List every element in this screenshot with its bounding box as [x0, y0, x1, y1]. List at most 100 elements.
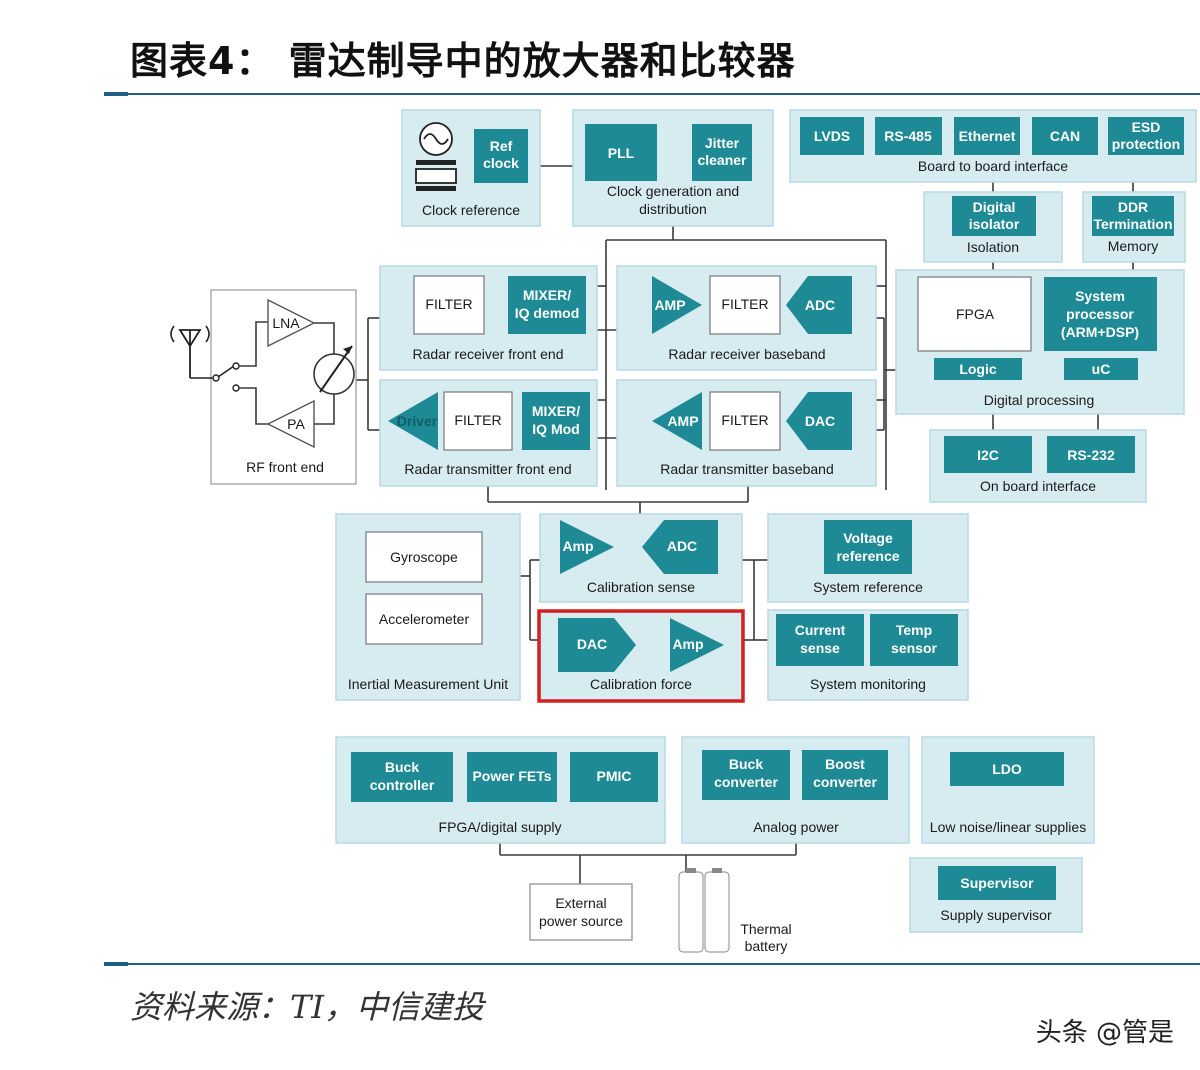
- ethernet-label: Ethernet: [959, 128, 1016, 144]
- sensor-label: sensor: [891, 640, 937, 656]
- current-sense-chip: [776, 614, 864, 666]
- onboard-interface-block: I2C RS-232 On board interface: [929, 429, 1147, 503]
- ldo-block: LDO Low noise/linear supplies: [921, 736, 1095, 844]
- memory-label: Memory: [1108, 238, 1159, 254]
- source-note: 资料来源：TI，中信建投: [130, 988, 484, 1026]
- mixer-iq-mod-chip: [522, 392, 590, 450]
- dac-chip: [786, 392, 852, 450]
- rx-filter-label: FILTER: [425, 296, 472, 312]
- iq-demod-label: IQ demod: [515, 305, 580, 321]
- digital-isolator-chip: [952, 196, 1036, 236]
- fpga-label: FPGA: [956, 306, 995, 322]
- cal-sense-adc-label: ADC: [667, 538, 697, 554]
- cal-force-dac-chip: [558, 618, 636, 672]
- buck-controller-chip: [351, 752, 453, 802]
- external-label: External: [555, 895, 606, 911]
- cal-sense-amp-icon: [560, 520, 614, 574]
- highlight-frame: [537, 609, 745, 703]
- clock-generation-block: PLL Jitter cleaner Clock generation and …: [572, 109, 774, 227]
- memory-block: DDR Termination Memory: [1082, 191, 1186, 263]
- board-to-board-label: Board to board interface: [918, 158, 1068, 174]
- system-monitoring-block: Current sense Temp sensor System monitor…: [767, 609, 969, 701]
- receiver-baseband-block: AMP FILTER ADC Radar receiver baseband: [616, 265, 877, 371]
- lna-label: LNA: [272, 315, 300, 331]
- rx-adc-label: ADC: [805, 297, 835, 313]
- rx-amp-label: AMP: [654, 297, 685, 313]
- lvds-chip: [800, 117, 864, 155]
- cal-force-dac-label: DAC: [577, 636, 607, 652]
- system-processor-label: System: [1075, 288, 1125, 304]
- rf-front-end-block: LNA PA RF front end: [170, 289, 357, 485]
- clock-generation-label-2: distribution: [639, 201, 707, 217]
- onboard-interface-label: On board interface: [980, 478, 1096, 494]
- bottom-divider: [104, 963, 1200, 965]
- thermal-label: Thermal: [740, 921, 791, 937]
- temp-label: Temp: [896, 622, 932, 638]
- adc-chip: [786, 276, 852, 334]
- transmitter-baseband-block: AMP FILTER DAC Radar transmitter baseban…: [616, 379, 877, 487]
- rf-front-end-label: RF front end: [246, 459, 324, 475]
- transmitter-front-end-label: Radar transmitter front end: [404, 461, 571, 477]
- power-source-label: power source: [539, 913, 623, 929]
- transmitter-baseband-label: Radar transmitter baseband: [660, 461, 834, 477]
- receiver-front-end-block: FILTER MIXER/ IQ demod Radar receiver fr…: [379, 265, 598, 371]
- supply-supervisor-label: Supply supervisor: [940, 907, 1052, 923]
- sense-label: sense: [800, 640, 840, 656]
- fpga-supply-block: Buck controller Power FETs PMIC FPGA/dig…: [335, 736, 666, 844]
- voltage-reference-chip: [824, 520, 912, 574]
- buck-controller-label-2: controller: [370, 777, 435, 793]
- ref-clock-label: Ref: [490, 138, 513, 154]
- buck-converter-label: Buck: [729, 756, 763, 772]
- tx-mixer-label: MIXER/: [532, 403, 580, 419]
- watermark: 头条 @管是: [1035, 1018, 1174, 1048]
- digital-processing-block: FPGA System processor (ARM+DSP) Logic uC…: [895, 269, 1185, 415]
- gyroscope-label: Gyroscope: [390, 549, 458, 565]
- calibration-force-block: DAC Amp Calibration force: [537, 609, 745, 703]
- system-processor-chip: [1044, 277, 1157, 351]
- analog-power-block: Buck converter Boost converter Analog po…: [681, 736, 910, 844]
- tx-filter-label: FILTER: [454, 412, 501, 428]
- cal-force-amp-label: Amp: [672, 636, 703, 652]
- rx-amp-icon: [652, 276, 702, 334]
- receiver-baseband-label: Radar receiver baseband: [668, 346, 825, 362]
- cal-sense-adc-chip: [642, 520, 718, 574]
- esd-chip: [1108, 117, 1184, 155]
- tx-baseband-filter: [709, 391, 781, 451]
- mixer-iq-demod-chip: [508, 276, 586, 334]
- power-fets-label: Power FETs: [472, 768, 551, 784]
- lvds-label: LVDS: [814, 128, 850, 144]
- logic-label: Logic: [959, 361, 997, 377]
- battery-icon: Thermal battery: [678, 868, 792, 954]
- clock-reference-block: Ref clock Clock reference: [401, 109, 541, 227]
- cal-force-amp-icon: [670, 618, 724, 672]
- pmic-label: PMIC: [597, 768, 632, 784]
- tx-filter: [443, 391, 513, 451]
- imu-block: Gyroscope Accelerometer Inertial Measure…: [335, 513, 521, 701]
- analog-power-label: Analog power: [753, 819, 839, 835]
- tx-amp-label: AMP: [667, 413, 698, 429]
- driver-label: Driver: [397, 413, 438, 429]
- transmitter-front-end-block: Driver FILTER MIXER/ IQ Mod Radar transm…: [379, 379, 598, 487]
- rx-baseband-filter: [709, 275, 781, 335]
- esd-label-2: protection: [1112, 136, 1180, 152]
- digital-processing-label: Digital processing: [984, 392, 1095, 408]
- current-label: Current: [795, 622, 846, 638]
- lna-amplifier-icon: [267, 298, 316, 348]
- rs232-label: RS-232: [1067, 447, 1115, 463]
- logic-chip: [934, 358, 1022, 380]
- antenna-icon: [170, 325, 240, 392]
- mixer-label: MIXER/: [523, 287, 571, 303]
- rx-filter: [413, 275, 485, 335]
- buck-controller-label: Buck: [385, 759, 419, 775]
- termination-label: Termination: [1093, 216, 1172, 232]
- supervisor-chip: [938, 866, 1056, 900]
- rs485-label: RS-485: [884, 128, 932, 144]
- iq-mod-label: IQ Mod: [532, 421, 579, 437]
- uc-label: uC: [1092, 361, 1111, 377]
- jitter-cleaner-label: Jitter: [705, 135, 740, 151]
- rs232-chip: [1047, 436, 1135, 473]
- clock-reference-label: Clock reference: [422, 202, 520, 218]
- low-noise-supplies-label: Low noise/linear supplies: [930, 819, 1086, 835]
- digital-isolator-label: Digital: [973, 199, 1016, 215]
